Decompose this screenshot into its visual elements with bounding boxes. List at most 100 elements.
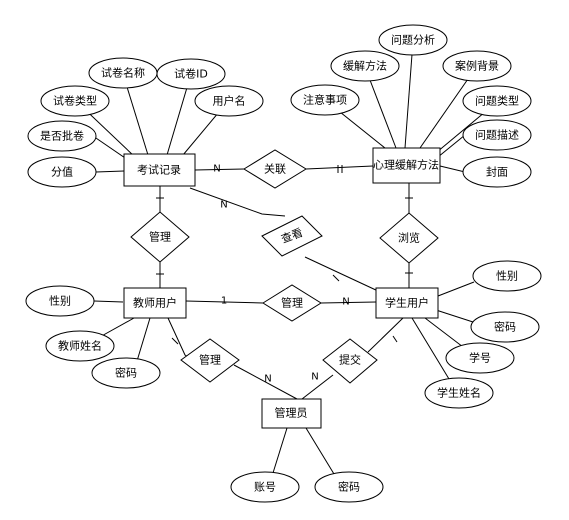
rel-diamond-assoc (243, 149, 307, 189)
attr-ellipse (314, 471, 384, 503)
attr-ellipse (424, 377, 494, 409)
link-psych-desc (437, 134, 466, 158)
attr-label: 注意事项 (303, 93, 347, 107)
entity-teacher-user (123, 287, 187, 319)
attr-ellipse (27, 120, 97, 152)
attr-ellipse (25, 285, 95, 317)
link-psych-cover (439, 165, 466, 173)
attr-label: 密码 (338, 480, 360, 494)
attr-label: 案例背景 (455, 59, 499, 73)
link-student-no (424, 317, 468, 351)
tick-view-student (332, 274, 340, 282)
link-rel-manage-student (320, 301, 377, 304)
attr-ellipse (442, 50, 512, 82)
link-student-pwd (435, 309, 474, 323)
exam-record-attributes: 是否批卷 试卷类型 试卷名称 试卷ID 用户名 分值 (27, 57, 264, 188)
rel-label-manage: 管理 (281, 296, 303, 310)
attr-label: 是否批卷 (40, 129, 84, 143)
attr-label: 试卷名称 (101, 66, 145, 80)
entity-admin (261, 398, 322, 429)
attr-ellipse (290, 84, 360, 116)
cardinality-ticks (156, 165, 413, 345)
attr-label: 性别 (496, 269, 518, 283)
attr-ellipse (230, 471, 300, 503)
rel-diamond-admin-manage (180, 338, 240, 383)
rel-label-submit: 提交 (339, 353, 361, 367)
admin-attributes: 账号 密码 (230, 471, 384, 503)
attr-label: 密码 (494, 320, 516, 334)
attr-ellipse (445, 342, 515, 374)
rel-label-admin-manage: 管理 (199, 353, 221, 367)
attr-ellipse (472, 260, 542, 292)
attr-label: 账号 (254, 481, 276, 494)
attr-ellipse (40, 85, 110, 117)
link-student-name (411, 317, 450, 380)
entity-label-psych-method: 心理缓解方法 (373, 158, 439, 172)
attr-ellipse (462, 85, 532, 117)
rel-diamond-view (261, 215, 323, 257)
attr-ellipse (194, 85, 264, 117)
attr-ellipse (462, 119, 532, 151)
cardinality-labels: N N 1 N N N (213, 164, 349, 385)
link-psych-analysis (404, 40, 414, 149)
card-admin-submit: N (311, 372, 318, 383)
rel-diamond-teacher-exam (130, 211, 190, 263)
attr-label: 学号 (469, 351, 491, 365)
entity-exam-record (123, 153, 196, 187)
rel-label-browse: 浏览 (398, 231, 420, 245)
link-rel-admin-admin (233, 364, 298, 400)
link-student-rel-submit (367, 317, 404, 353)
attr-label: 教师姓名 (58, 339, 102, 353)
card-exam-view: N (220, 200, 227, 211)
teacher-user-attributes: 性别 教师姓名 密码 (25, 285, 161, 389)
attr-label: 学生姓名 (437, 386, 481, 400)
attr-label: 分值 (51, 166, 73, 179)
psych-method-attributes: 注意事项 缓解方法 问题分析 案例背景 问题类型 问题描述 封面 (290, 24, 532, 188)
link-teacher-rel-manage (185, 300, 264, 304)
link-teacher-name (97, 317, 135, 339)
link-exam-rel-assoc (194, 168, 245, 171)
attr-label: 试卷ID (174, 67, 208, 81)
link-exam-rel-view (189, 187, 286, 217)
link-rel-submit-admin (301, 374, 334, 400)
attr-ellipse (27, 156, 97, 188)
attr-ellipse (91, 357, 161, 389)
entity-student-user (375, 287, 439, 319)
link-admin-account (272, 427, 288, 474)
tick-teacher-admin (171, 337, 179, 345)
attr-ellipse (470, 311, 540, 343)
link-rel-view-student (304, 256, 379, 292)
card-exam-assoc: N (213, 164, 220, 175)
attr-label: 缓解方法 (343, 59, 387, 73)
entity-label-student-user: 学生用户 (385, 296, 429, 310)
entities: 考试记录 心理缓解方法 教师用户 学生用户 管理员 (123, 147, 441, 429)
rel-label-teacher-exam: 管理 (149, 230, 171, 244)
link-rel-assoc-psych (305, 165, 374, 170)
link-teacher-gender (93, 300, 124, 303)
entity-label-admin: 管理员 (275, 406, 308, 420)
attr-label: 问题分析 (391, 33, 435, 47)
attr-label: 密码 (115, 366, 137, 380)
attr-label: 用户名 (213, 94, 246, 108)
rel-diamond-manage (262, 284, 322, 322)
entity-label-exam-record: 考试记录 (137, 164, 181, 177)
attr-ellipse (156, 58, 226, 90)
link-admin-pwd (305, 427, 335, 475)
card-admin-manage: N (264, 374, 271, 385)
attr-label: 性别 (49, 294, 71, 308)
link-exam-ispaper (92, 135, 129, 161)
card-manage-student: N (342, 297, 349, 308)
attr-ellipse (330, 50, 400, 82)
attr-ellipse (378, 24, 448, 56)
tick-student-submit (392, 335, 398, 343)
rel-diamond-browse (379, 212, 439, 264)
link-exam-score (95, 170, 125, 173)
link-teacher-pwd (136, 317, 151, 362)
relationships: 关联 管理 查看 浏览 管理 管理 提交 (130, 149, 439, 384)
rel-diamond-submit (322, 338, 378, 384)
rel-label-assoc: 关联 (264, 162, 286, 176)
card-teacher-student-one: 1 (221, 296, 227, 307)
attr-label: 问题描述 (475, 128, 519, 142)
attr-label: 问题类型 (475, 94, 519, 108)
